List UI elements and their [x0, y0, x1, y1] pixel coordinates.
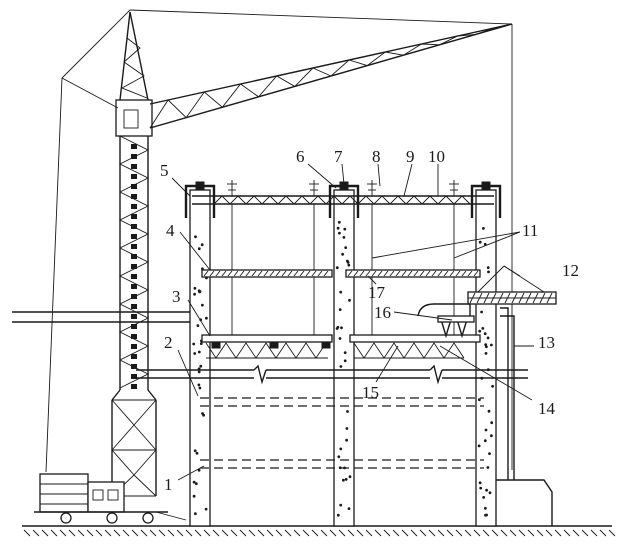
label-13: 13 [538, 333, 555, 352]
labels: 1 2 3 4 5 6 7 8 9 10 11 12 13 14 15 16 1… [160, 147, 579, 494]
leader-lines [171, 163, 545, 481]
right-side-equipment [417, 291, 557, 526]
label-9: 9 [406, 147, 415, 166]
upper-slab-left [201, 269, 333, 278]
floor-line [136, 364, 528, 385]
label-16: 16 [374, 303, 391, 322]
lower-slab-left [201, 334, 333, 343]
label-14: 14 [538, 399, 556, 418]
label-12: 12 [562, 261, 579, 280]
label-17: 17 [368, 283, 386, 302]
crane-cab [115, 99, 153, 137]
dashed-beams [200, 397, 484, 469]
label-6: 6 [296, 147, 305, 166]
crane-base-section [111, 389, 157, 497]
column-right [475, 189, 497, 527]
label-7: 7 [334, 147, 343, 166]
ground [22, 525, 616, 537]
tower-crane [34, 9, 513, 524]
label-10: 10 [428, 147, 445, 166]
label-15: 15 [362, 383, 379, 402]
label-5: 5 [160, 161, 169, 180]
lower-slab-right [349, 334, 481, 343]
upper-slab-right [345, 269, 481, 278]
column-middle [333, 189, 355, 527]
label-8: 8 [372, 147, 381, 166]
label-4: 4 [166, 221, 175, 240]
crane-top-mast [119, 11, 149, 101]
label-1: 1 [164, 475, 173, 494]
label-3: 3 [172, 287, 181, 306]
label-2: 2 [164, 333, 173, 352]
crane-cables [45, 9, 513, 473]
crane-counterweight [34, 473, 187, 524]
floor-slabs [201, 269, 481, 359]
crane-mast [118, 130, 150, 390]
left-scaffold-plank [12, 311, 190, 323]
crane-jib [149, 23, 513, 129]
label-11: 11 [522, 221, 538, 240]
